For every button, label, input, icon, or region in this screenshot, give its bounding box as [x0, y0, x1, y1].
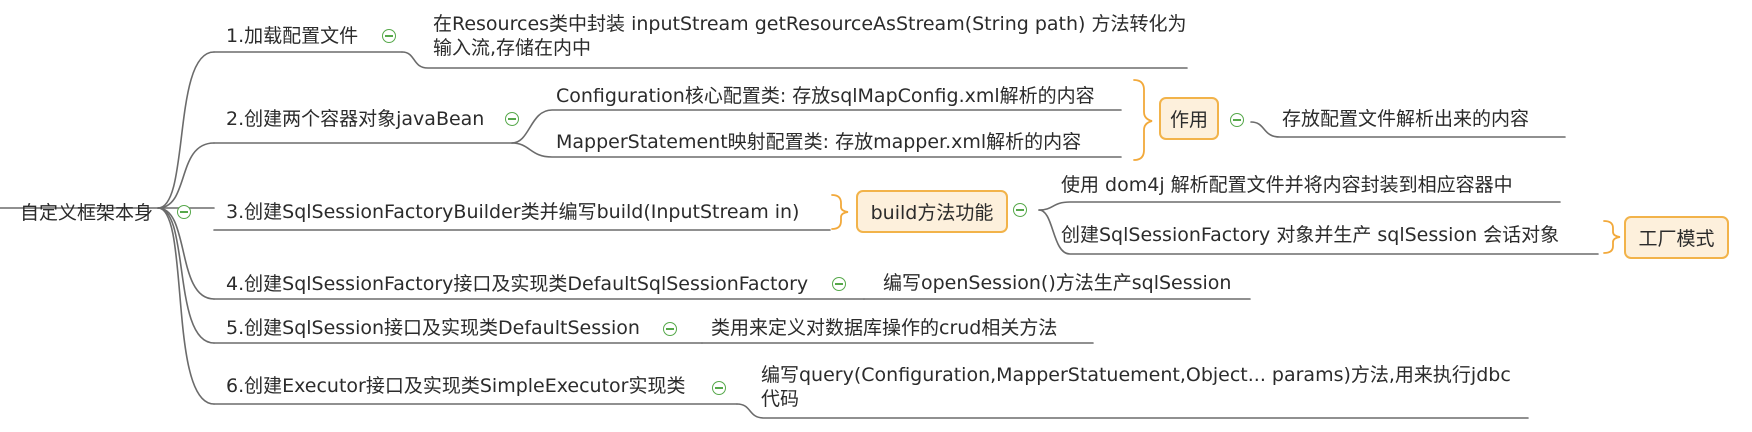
- branch-3-topic[interactable]: 3.创建SqlSessionFactoryBuilder类并编写build(In…: [226, 201, 800, 223]
- summary-factory-box[interactable]: 工厂模式: [1624, 216, 1729, 259]
- branch-1-detail[interactable]: 在Resources类中封装 inputStream getResourceAs…: [433, 13, 1187, 59]
- collapse-icon[interactable]: [505, 112, 519, 126]
- collapse-icon[interactable]: [712, 381, 726, 395]
- branch-5-topic[interactable]: 5.创建SqlSession接口及实现类DefaultSession: [226, 317, 640, 339]
- branch-2-topic[interactable]: 2.创建两个容器对象javaBean: [226, 108, 485, 130]
- collapse-icon[interactable]: [663, 322, 677, 336]
- branch-5-detail[interactable]: 类用来定义对数据库操作的crud相关方法: [711, 317, 1058, 339]
- build-detail-dom4j[interactable]: 使用 dom4j 解析配置文件并将内容封装到相应容器中: [1061, 174, 1513, 196]
- branch-1-topic[interactable]: 1.加载配置文件: [226, 25, 359, 47]
- branch-6-topic[interactable]: 6.创建Executor接口及实现类SimpleExecutor实现类: [226, 375, 686, 397]
- branch-2-detail-mapperstatement[interactable]: MapperStatement映射配置类: 存放mapper.xml解析的内容: [556, 131, 1082, 153]
- branch-6-detail[interactable]: 编写query(Configuration,MapperStatuement,O…: [761, 364, 1511, 410]
- collapse-icon[interactable]: [1230, 113, 1244, 127]
- branch-4-topic[interactable]: 4.创建SqlSessionFactory接口及实现类DefaultSqlSes…: [226, 273, 809, 295]
- branch-2-detail-configuration[interactable]: Configuration核心配置类: 存放sqlMapConfig.xml解析…: [556, 85, 1095, 107]
- root-topic[interactable]: 自定义框架本身: [20, 202, 154, 224]
- collapse-icon[interactable]: [382, 29, 396, 43]
- collapse-icon[interactable]: [1013, 203, 1027, 217]
- build-detail-sqlsessionfactory[interactable]: 创建SqlSessionFactory 对象并生产 sqlSession 会话对…: [1061, 224, 1560, 246]
- collapse-icon[interactable]: [177, 205, 191, 219]
- branch-4-detail[interactable]: 编写openSession()方法生产sqlSession: [883, 272, 1232, 294]
- summary-containers-box[interactable]: 作用: [1159, 97, 1219, 140]
- collapse-icon[interactable]: [832, 277, 846, 291]
- summary-build-box[interactable]: build方法功能: [856, 190, 1008, 233]
- summary-containers-detail[interactable]: 存放配置文件解析出来的内容: [1282, 108, 1530, 130]
